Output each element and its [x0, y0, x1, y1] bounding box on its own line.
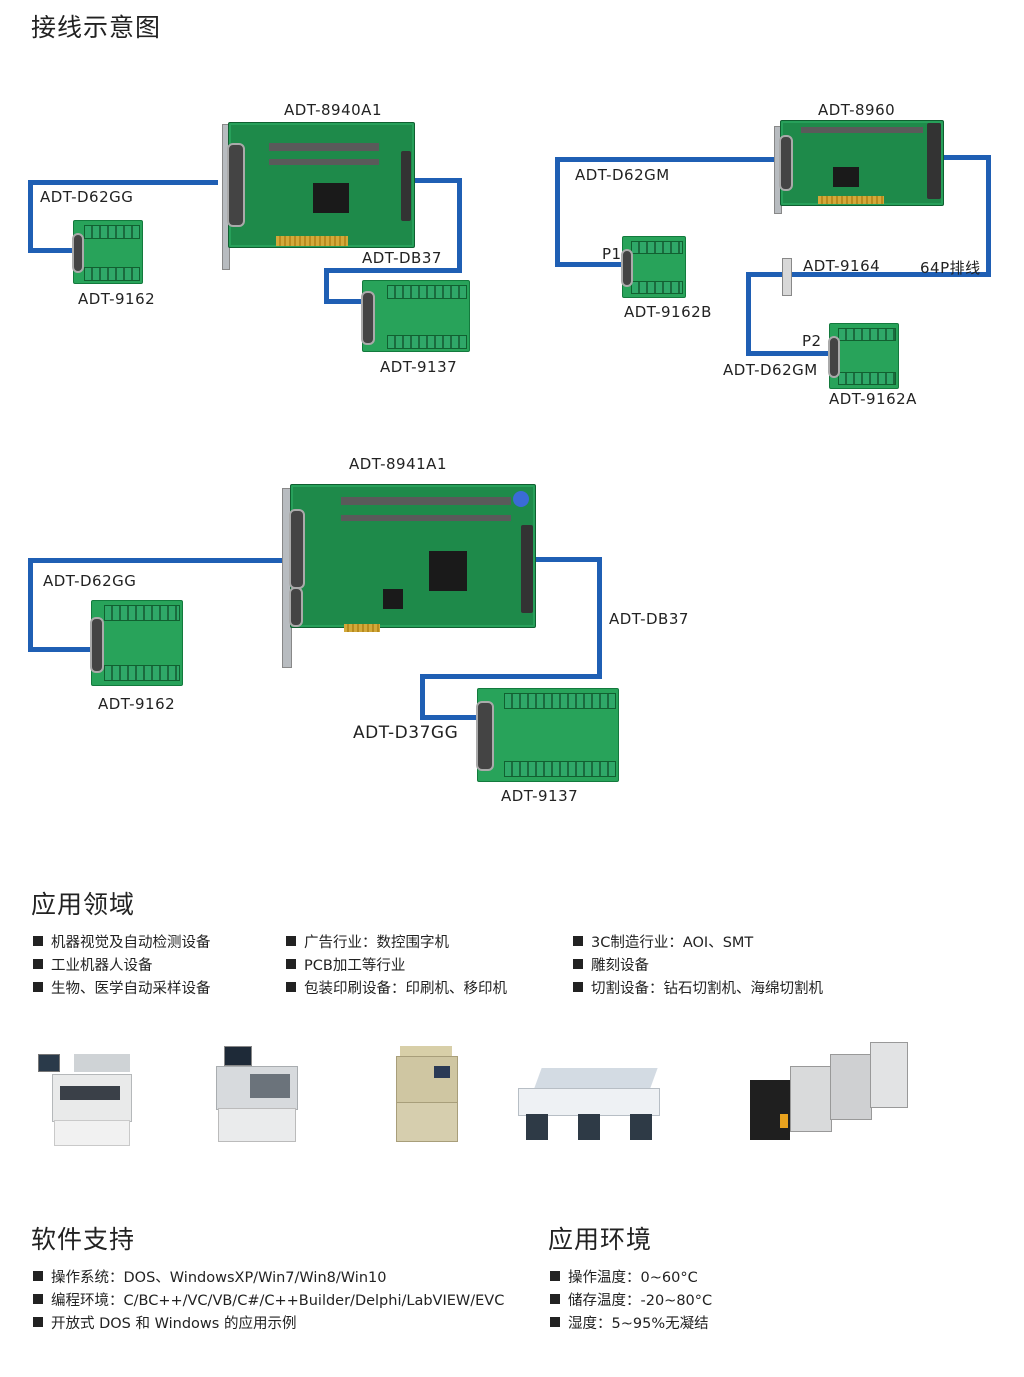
- pci-card-8960: [779, 120, 944, 206]
- cable-label-d62gg: ADT-D62GG: [43, 572, 137, 590]
- card-label: ADT-8941A1: [349, 455, 447, 473]
- applications-list-2: 广告行业：数控围字机 PCB加工等行业 包装印刷设备：印刷机、移印机: [286, 932, 507, 1001]
- terminal-board-9162a: [828, 323, 899, 389]
- list-item: 开放式 DOS 和 Windows 的应用示例: [33, 1313, 504, 1336]
- terminal-board-9137: [361, 280, 470, 352]
- machine-vision-equipment-image: [34, 1046, 132, 1146]
- rotary-switch: [513, 491, 529, 507]
- list-item: 包装印刷设备：印刷机、移印机: [286, 978, 507, 1001]
- main-chip: [833, 167, 859, 187]
- cable-d62gg-vertical: [28, 558, 33, 652]
- flat-cable-vertical: [986, 155, 991, 276]
- cable-d62gg-end: [28, 647, 94, 652]
- list-item: 工业机器人设备: [33, 955, 211, 978]
- header-connector: [521, 525, 533, 613]
- cable-label-d62gg: ADT-D62GG: [40, 188, 134, 206]
- pci-card-8940a1: [227, 122, 415, 248]
- aoi-machine-image: [394, 1046, 458, 1142]
- cable-d62gg: [28, 180, 218, 185]
- cable-label-d62gm-2: ADT-D62GM: [723, 361, 818, 379]
- cable-db37-top: [532, 557, 602, 562]
- cable-label-d37gg: ADT-D37GG: [353, 723, 459, 743]
- cable-db37-horizontal: [324, 268, 462, 273]
- list-item: 编程环境：C/BC++/VC/VB/C#/C++Builder/Delphi/L…: [33, 1290, 504, 1313]
- dsub-connector-2: [289, 587, 303, 627]
- board-label-9162: ADT-9162: [78, 290, 156, 308]
- list-item: 广告行业：数控围字机: [286, 932, 507, 955]
- cable-db37: [412, 178, 462, 183]
- adapter-label-9164: ADT-9164: [803, 257, 881, 275]
- applications-title: 应用领域: [31, 890, 136, 919]
- applications-list-3: 3C制造行业：AOI、SMT 雕刻设备 切割设备：钻石切割机、海绵切割机: [573, 932, 823, 1001]
- card-label: ADT-8960: [818, 101, 896, 119]
- board-label-9137: ADT-9137: [501, 787, 579, 805]
- list-item: 生物、医学自动采样设备: [33, 978, 211, 1001]
- terminal-board-9162: [72, 220, 143, 284]
- smt-machine-image: [216, 1046, 298, 1142]
- cable-d62gm-1-vertical: [555, 157, 560, 267]
- header-connector: [401, 151, 411, 221]
- board-label-9137: ADT-9137: [380, 358, 458, 376]
- list-item: PCB加工等行业: [286, 955, 507, 978]
- cable-db37-bottom: [420, 674, 602, 679]
- cable-d37gg-end: [420, 715, 480, 720]
- cable-db37-end: [324, 299, 366, 304]
- environment-list: 操作温度：0~60°C 储存温度：-20~80°C 湿度：5~95%无凝结: [550, 1267, 712, 1336]
- cable-d62gm-2-end: [746, 351, 832, 356]
- flat-cable-label: 64P排线: [920, 259, 981, 277]
- card-label: ADT-8940A1: [284, 101, 382, 119]
- terminal-board-9162b: [621, 236, 686, 298]
- board-label-9162a: ADT-9162A: [829, 390, 917, 408]
- main-chip: [429, 551, 467, 591]
- port-label-p1: P1: [602, 245, 622, 263]
- pcie-goldfinger: [344, 624, 380, 632]
- cutting-machine-image: [518, 1068, 660, 1142]
- flat-cable-top: [930, 155, 991, 160]
- main-chip: [313, 183, 349, 213]
- pcie-card-8941a1: [289, 484, 536, 628]
- list-item: 3C制造行业：AOI、SMT: [573, 932, 823, 955]
- board-label-9162b: ADT-9162B: [624, 303, 712, 321]
- cable-d37gg-vertical: [420, 674, 425, 720]
- cable-d62gm-2-top: [746, 272, 786, 277]
- cable-db37-vertical: [457, 178, 462, 272]
- wiring-title: 接线示意图: [31, 13, 162, 42]
- list-item: 操作系统：DOS、WindowsXP/Win7/Win8/Win10: [33, 1267, 504, 1290]
- pci-goldfinger: [818, 196, 884, 204]
- pci-goldfinger: [276, 236, 348, 246]
- dsub-connector: [227, 143, 245, 227]
- cable-label-db37: ADT-DB37: [609, 610, 689, 628]
- list-item: 切割设备：钻石切割机、海绵切割机: [573, 978, 823, 1001]
- environment-title: 应用环境: [548, 1225, 653, 1254]
- software-title: 软件支持: [31, 1225, 136, 1254]
- terminal-board-9137: [476, 688, 619, 782]
- list-item: 雕刻设备: [573, 955, 823, 978]
- list-item: 操作温度：0~60°C: [550, 1267, 712, 1290]
- cable-d62gg-vertical: [28, 180, 33, 252]
- flat-cable-bottom: [790, 272, 991, 277]
- list-item: 湿度：5~95%无凝结: [550, 1313, 712, 1336]
- cable-d62gm-1: [555, 157, 777, 162]
- cable-d62gg-end: [28, 248, 76, 253]
- dsub-connector-1: [289, 509, 305, 589]
- list-item: 储存温度：-20~80°C: [550, 1290, 712, 1313]
- header-connector: [927, 123, 941, 199]
- cable-d62gm-1-end: [555, 262, 625, 267]
- cable-label-d62gm-1: ADT-D62GM: [575, 166, 670, 184]
- terminal-board-9162: [90, 600, 183, 686]
- board-label-9162: ADT-9162: [98, 695, 176, 713]
- port-label-p2: P2: [802, 332, 822, 350]
- list-item: 机器视觉及自动检测设备: [33, 932, 211, 955]
- printing-machine-image: [750, 1040, 908, 1144]
- cable-d62gg: [28, 558, 284, 563]
- cable-db37-vertical: [597, 557, 602, 679]
- adapter-9164: [782, 258, 792, 296]
- software-list: 操作系统：DOS、WindowsXP/Win7/Win8/Win10 编程环境：…: [33, 1267, 504, 1336]
- cable-db37-drop: [324, 268, 329, 304]
- cable-d62gm-2-vertical: [746, 272, 751, 356]
- applications-list-1: 机器视觉及自动检测设备 工业机器人设备 生物、医学自动采样设备: [33, 932, 211, 1001]
- cable-label-db37: ADT-DB37: [362, 249, 442, 267]
